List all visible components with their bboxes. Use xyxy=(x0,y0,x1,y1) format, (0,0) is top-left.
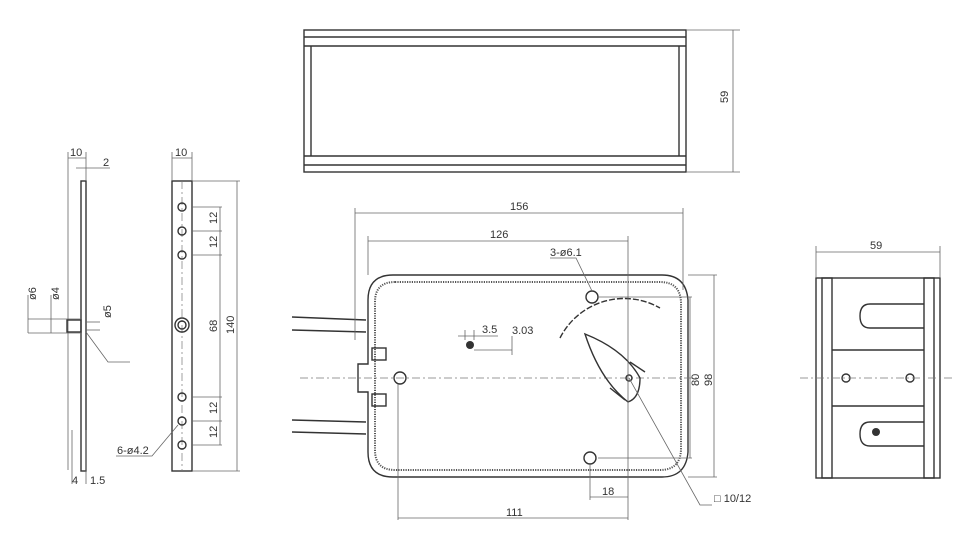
holes-label: 6-ø4.2 xyxy=(117,445,149,457)
front-width-label: 10 xyxy=(175,147,187,159)
main-view: 156 126 3-ø6.1 3.5 3.03 80 98 18 111 □ 1… xyxy=(291,201,751,520)
pitch-label-2: 12 xyxy=(208,236,220,248)
length-label: 140 xyxy=(225,316,237,334)
bracket-front-view: 10 12 12 68 12 12 140 6-ø4.2 xyxy=(116,147,240,472)
side-bottom-a-label: 4 xyxy=(72,475,78,487)
side-d5-label: ø5 xyxy=(102,305,114,318)
length-156-label: 156 xyxy=(510,201,528,213)
dim-3-5-label: 3.5 xyxy=(482,324,497,336)
height-98-label: 98 xyxy=(703,374,715,386)
side-d6-label: ø6 xyxy=(27,287,39,300)
end-width-label: 59 xyxy=(870,240,882,252)
side-bottom-b-label: 1.5 xyxy=(90,475,105,487)
dim-3-03-label: 3.03 xyxy=(512,325,533,337)
bracket-side-view: 10 2 ø6 ø4 ø5 4 1.5 xyxy=(27,147,130,487)
shaft-label: □ 10/12 xyxy=(714,493,751,505)
top-view: 59 xyxy=(303,29,740,173)
side-d4-label: ø4 xyxy=(50,287,62,300)
side-width-label: 10 xyxy=(70,147,82,159)
pitch-label-3: 68 xyxy=(208,320,220,332)
pitch-label-5: 12 xyxy=(208,426,220,438)
end-view: 59 xyxy=(800,240,955,479)
pitch-label-4: 12 xyxy=(208,402,220,414)
holes-label: 3-ø6.1 xyxy=(550,247,582,259)
length-111-label: 111 xyxy=(506,507,523,519)
offset-18-label: 18 xyxy=(602,486,614,498)
spacing-80-label: 80 xyxy=(690,374,702,386)
pitch-label-1: 12 xyxy=(208,212,220,224)
top-height-label: 59 xyxy=(719,91,731,103)
side-thickness-label: 2 xyxy=(103,157,109,169)
length-126-label: 126 xyxy=(490,229,508,241)
